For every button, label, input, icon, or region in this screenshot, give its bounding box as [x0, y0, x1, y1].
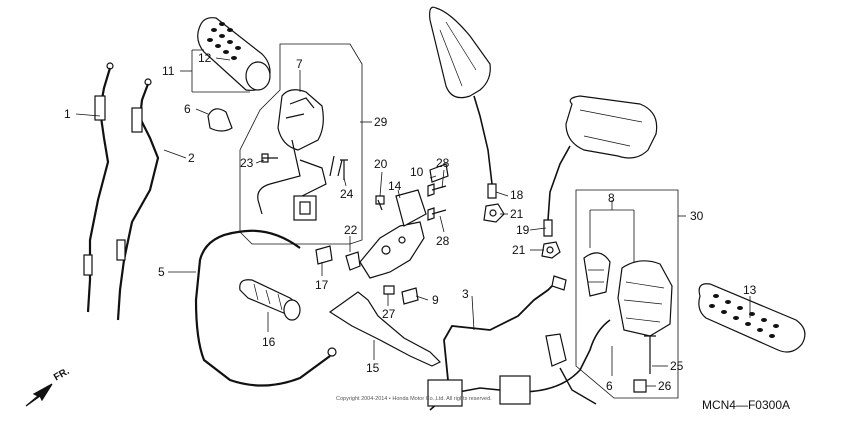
callout-part-12: 12 [198, 51, 212, 65]
copyright-notice: Copyright 2004-2014 • Honda Motor Co.,Lt… [336, 396, 492, 402]
callout-part-27: 27 [382, 307, 396, 321]
left-switch-housing [583, 252, 673, 337]
callout-part-21-upper: 21 [510, 207, 524, 221]
callout-part-14: 14 [388, 179, 402, 193]
bolt-28-upper [427, 183, 447, 197]
right-grip [698, 283, 806, 353]
throttle-cable-2 [116, 78, 160, 321]
lever-bracket [345, 189, 427, 279]
callout-part-17: 17 [315, 278, 329, 292]
screw-25 [644, 335, 656, 374]
callout-part-7: 7 [296, 57, 303, 71]
mirror-left [429, 6, 497, 199]
bolt-23 [261, 153, 278, 163]
left-grip [239, 279, 301, 321]
callout-part-22: 22 [344, 223, 358, 237]
wiring-harness [427, 319, 611, 411]
clutch-lever [328, 291, 442, 367]
mirror-right [543, 95, 658, 237]
callout-part-30: 30 [690, 209, 704, 223]
throttle-grip [197, 17, 271, 91]
callout-part-16: 16 [262, 335, 276, 349]
callout-part-20: 20 [374, 157, 388, 171]
callout-part-24: 24 [340, 187, 354, 201]
right-switch-housing [257, 89, 343, 221]
leader-lines [75, 49, 751, 387]
choke-cable [443, 279, 559, 381]
callout-part-23: 23 [240, 156, 254, 170]
callout-part-3: 3 [462, 287, 469, 301]
callout-part-1: 1 [64, 107, 71, 121]
callout-part-11: 11 [162, 64, 175, 78]
diagram-code: MCN4—F0300A [701, 398, 790, 412]
callout-part-28-lower: 28 [436, 234, 450, 248]
callout-part-2: 2 [188, 151, 195, 165]
clutch-cable [194, 229, 331, 387]
switch-assembly-30-outline [575, 189, 679, 399]
callout-part-18: 18 [510, 188, 524, 202]
callout-part-6-top: 6 [184, 102, 191, 116]
switch-assembly-29-outline [239, 43, 363, 245]
callout-part-5: 5 [158, 265, 165, 279]
callout-part-19: 19 [516, 223, 530, 237]
throttle-cable-1 [83, 62, 114, 313]
choke-cable-end [551, 275, 567, 291]
screw-20 [375, 195, 385, 211]
nut-21-lower [541, 241, 561, 259]
clutch-switch [401, 287, 419, 305]
callout-part-15: 15 [366, 361, 380, 375]
nut-21-upper [483, 203, 505, 223]
callout-part-25: 25 [670, 359, 684, 373]
callout-part-29: 29 [374, 115, 388, 129]
throttle-collar [207, 108, 233, 132]
callout-part-8: 8 [608, 191, 615, 205]
bolt-28-lower [427, 207, 447, 221]
callout-part-26: 26 [658, 379, 672, 393]
screw-26 [633, 379, 647, 393]
callout-part-9: 9 [432, 293, 439, 307]
callout-part-6-bottom: 6 [606, 379, 613, 393]
callout-part-28-upper: 28 [436, 156, 450, 170]
callout-part-13: 13 [743, 283, 757, 297]
callout-part-10: 10 [410, 165, 424, 179]
screw-24 [340, 159, 348, 180]
clutch-cable-end [327, 347, 337, 357]
pivot-bolt-17 [315, 245, 333, 265]
callout-part-21-lower: 21 [512, 243, 526, 257]
screw-27 [383, 285, 395, 295]
front-direction-arrow [25, 383, 53, 407]
